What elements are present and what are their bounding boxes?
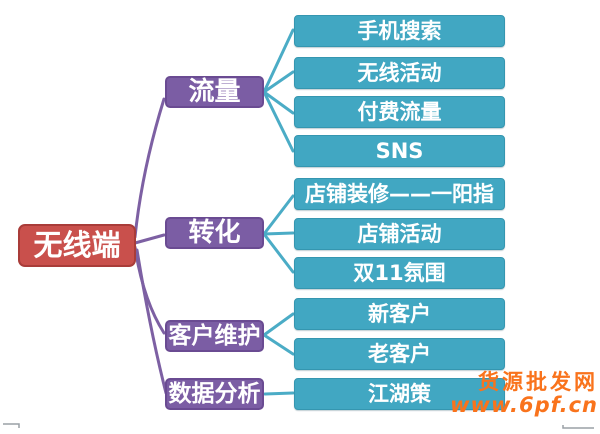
connector-traffic-sns — [262, 90, 295, 153]
connector-traffic-paid-traffic — [262, 90, 295, 115]
connector-maintenance-old-customers — [262, 333, 295, 356]
corner-mark-bottom-left — [3, 423, 20, 428]
connector-root-data-analysis — [135, 248, 168, 395]
node-data-analysis: 数据分析 — [165, 378, 264, 410]
node-jianghuce: 江湖策 — [294, 378, 505, 410]
node-paid-traffic: 付费流量 — [294, 96, 505, 128]
node-customer-maintenance: 客户维护 — [165, 320, 264, 352]
node-double11-atmosphere: 双11氛围 — [294, 257, 505, 289]
node-wireless-activity: 无线活动 — [294, 57, 505, 89]
connector-conversion-shop-decoration — [262, 194, 295, 236]
connector-traffic-mobile-search — [262, 28, 295, 94]
node-shop-decoration: 店铺装修——一阳指 — [294, 178, 505, 210]
node-traffic: 流量 — [165, 76, 264, 108]
connector-conversion-shop-activity — [262, 231, 295, 236]
connector-analysis-jianghuce — [263, 391, 295, 396]
node-conversion: 转化 — [165, 217, 264, 249]
node-shop-activity: 店铺活动 — [294, 218, 505, 250]
connector-maintenance-new-customers — [262, 312, 295, 337]
node-wireless-root: 无线端 — [18, 224, 136, 267]
connector-traffic-wireless-activity — [262, 70, 295, 94]
corner-mark-bottom-right — [562, 425, 594, 429]
node-new-customers: 新客户 — [294, 298, 505, 330]
node-sns: SNS — [294, 135, 505, 167]
node-old-customers: 老客户 — [294, 338, 505, 370]
connector-conversion-double11 — [262, 232, 295, 274]
node-mobile-search: 手机搜索 — [294, 15, 505, 47]
connector-root-traffic — [133, 97, 166, 239]
connector-root-conversion — [133, 233, 166, 245]
